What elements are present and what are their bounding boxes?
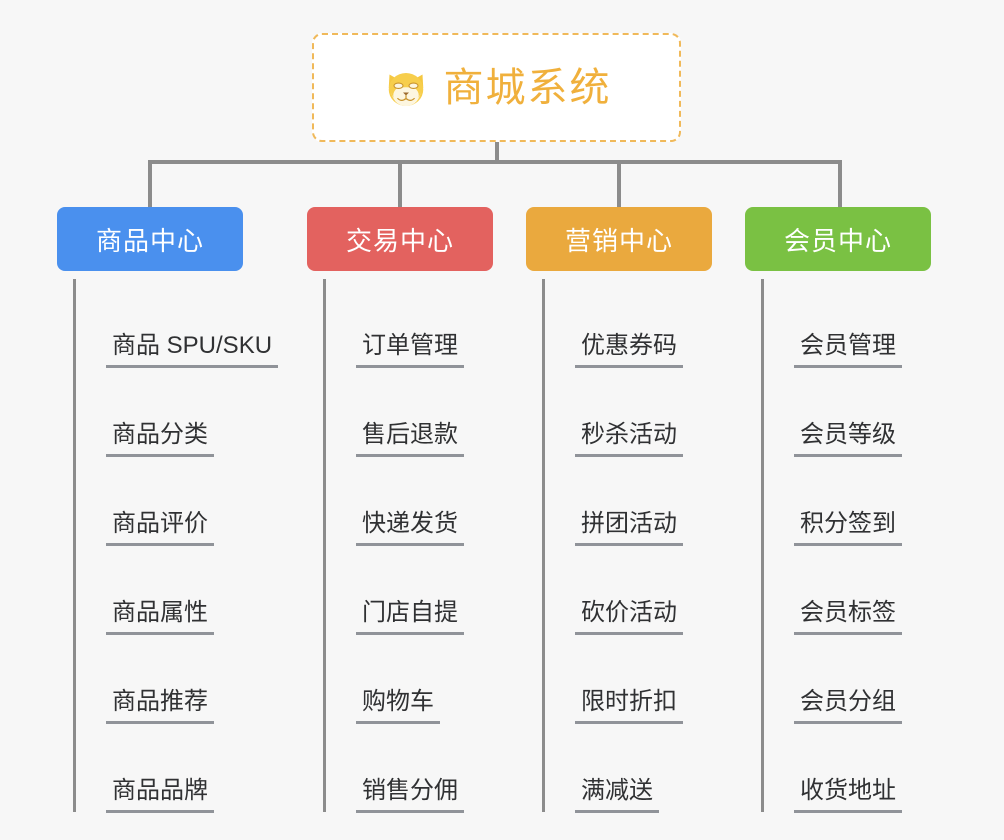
leaf-label: 拼团活动 [575, 510, 683, 546]
leaf-item[interactable]: 积分签到 [761, 457, 902, 546]
connector-bus [148, 160, 842, 164]
connector-drop-3 [617, 160, 621, 207]
leaf-label: 商品分类 [106, 421, 214, 457]
branch-trunk-2 [323, 279, 326, 812]
branch-header-1[interactable]: 商品中心 [57, 207, 243, 271]
leaf-label: 积分签到 [794, 510, 902, 546]
branch-header-2[interactable]: 交易中心 [307, 207, 493, 271]
leaf-list-1: 商品 SPU/SKU 商品分类商品评价商品属性商品推荐商品品牌 [73, 279, 279, 813]
leaf-item[interactable]: 商品分类 [73, 368, 278, 457]
leaf-item[interactable]: 商品推荐 [73, 635, 278, 724]
leaf-label: 销售分佣 [356, 777, 464, 813]
branch-trunk-4 [761, 279, 764, 812]
leaf-label: 收货地址 [794, 777, 902, 813]
leaf-label: 会员标签 [794, 599, 902, 635]
leaf-item[interactable]: 销售分佣 [323, 724, 464, 813]
leaf-label: 订单管理 [356, 332, 464, 368]
leaf-item[interactable]: 优惠券码 [542, 279, 683, 368]
leaf-list-4: 会员管理会员等级积分签到会员标签会员分组收货地址 [761, 279, 902, 813]
leaf-item[interactable]: 限时折扣 [542, 635, 683, 724]
leaf-item[interactable]: 门店自提 [323, 546, 464, 635]
leaf-label: 商品 SPU/SKU [106, 332, 279, 368]
leaf-item[interactable]: 商品品牌 [73, 724, 278, 813]
leaf-label: 砍价活动 [575, 599, 683, 635]
root-node[interactable]: 商城系统 [312, 33, 681, 142]
branch-header-4[interactable]: 会员中心 [745, 207, 931, 271]
connector-drop-2 [398, 160, 402, 207]
leaf-list-3: 优惠券码秒杀活动拼团活动砍价活动限时折扣满减送 [542, 279, 683, 813]
leaf-item[interactable]: 会员分组 [761, 635, 902, 724]
root-title: 商城系统 [443, 65, 612, 110]
leaf-item[interactable]: 砍价活动 [542, 546, 683, 635]
leaf-item[interactable]: 快递发货 [323, 457, 464, 546]
leaf-list-2: 订单管理售后退款快递发货门店自提购物车销售分佣 [323, 279, 464, 813]
branch-trunk-3 [542, 279, 545, 812]
leaf-item[interactable]: 商品评价 [73, 457, 278, 546]
leaf-label: 优惠券码 [575, 332, 683, 368]
leaf-label: 快递发货 [356, 510, 464, 546]
leaf-label: 满减送 [575, 777, 659, 813]
leaf-label: 秒杀活动 [575, 421, 683, 457]
leaf-label: 商品推荐 [106, 688, 214, 724]
leaf-item[interactable]: 会员标签 [761, 546, 902, 635]
leaf-item[interactable]: 满减送 [542, 724, 683, 813]
branch-trunk-1 [73, 279, 76, 812]
leaf-item[interactable]: 订单管理 [323, 279, 464, 368]
leaf-item[interactable]: 售后退款 [323, 368, 464, 457]
leaf-item[interactable]: 秒杀活动 [542, 368, 683, 457]
connector-root-stem [495, 142, 499, 164]
branch-header-3[interactable]: 营销中心 [526, 207, 712, 271]
leaf-label: 购物车 [356, 688, 440, 724]
leaf-label: 商品品牌 [106, 777, 214, 813]
leaf-label: 售后退款 [356, 421, 464, 457]
leaf-item[interactable]: 商品属性 [73, 546, 278, 635]
leaf-label: 会员分组 [794, 688, 902, 724]
leaf-label: 门店自提 [356, 599, 464, 635]
leaf-label: 会员等级 [794, 421, 902, 457]
connector-drop-4 [838, 160, 842, 207]
shiba-dog-icon [388, 72, 423, 106]
leaf-label: 商品评价 [106, 510, 214, 546]
leaf-item[interactable]: 会员等级 [761, 368, 902, 457]
leaf-item[interactable]: 购物车 [323, 635, 464, 724]
leaf-label: 会员管理 [794, 332, 902, 368]
leaf-label: 限时折扣 [575, 688, 683, 724]
leaf-item[interactable]: 商品 SPU/SKU [73, 279, 279, 368]
leaf-item[interactable]: 会员管理 [761, 279, 902, 368]
leaf-label: 商品属性 [106, 599, 214, 635]
leaf-item[interactable]: 收货地址 [761, 724, 902, 813]
leaf-item[interactable]: 拼团活动 [542, 457, 683, 546]
connector-drop-1 [148, 160, 152, 207]
